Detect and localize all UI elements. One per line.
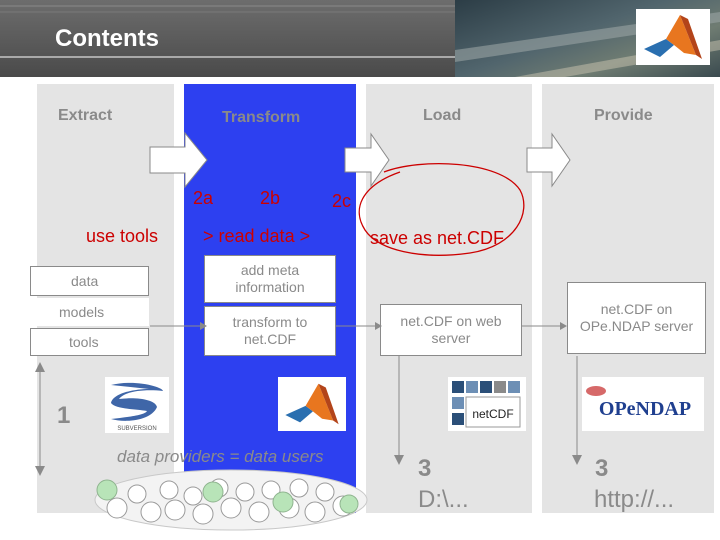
- netcdf-logo-text: netCDF: [472, 407, 513, 421]
- matlab-icon-small: [285, 383, 339, 425]
- number-3-provide: 3: [595, 455, 609, 482]
- provide-box-opendap: net.CDF on OPe.NDAP server: [567, 282, 706, 354]
- path-local: D:\...: [418, 486, 469, 513]
- subversion-icon: SUBVERSION: [111, 382, 163, 432]
- transform-box-netcdf: transform to net.CDF: [204, 306, 336, 356]
- page-title: Contents: [55, 25, 159, 52]
- transform-box-meta: add meta information: [204, 255, 336, 303]
- matlab-icon: [644, 15, 702, 59]
- crowd-faces: [106, 478, 354, 525]
- matlab-logo-header: [636, 9, 710, 65]
- matlab-logo-transform: [278, 377, 346, 431]
- step-2b: 2b: [260, 188, 281, 208]
- header-lines: [0, 5, 455, 58]
- path-url: http://...: [594, 486, 675, 513]
- step-2a: 2a: [193, 188, 214, 208]
- opendap-logo: OPeNDAP: [582, 377, 704, 431]
- action-use-tools: use tools: [86, 226, 159, 246]
- stage-label-extract: Extract: [58, 107, 113, 124]
- opendap-logo-text: OPeNDAP: [599, 398, 691, 420]
- extract-item-models: models: [30, 298, 149, 326]
- load-column: [366, 84, 532, 513]
- subversion-logo: SUBVERSION: [105, 377, 169, 433]
- stage-label-load: Load: [423, 107, 462, 124]
- number-3-load: 3: [418, 455, 432, 482]
- extract-item-data: data: [30, 266, 149, 296]
- load-box-webserver: net.CDF on web server: [380, 304, 522, 356]
- netcdf-icon: netCDF: [452, 381, 521, 428]
- stage-label-transform: Transform: [222, 109, 301, 126]
- opendap-icon: OPeNDAP: [586, 386, 691, 420]
- crowd-illustration: [94, 469, 368, 531]
- crowd-highlighted-faces: [96, 479, 359, 514]
- subversion-logo-text: SUBVERSION: [117, 426, 156, 432]
- step-2c: 2c: [332, 191, 352, 211]
- action-save-as: save as net.CDF: [370, 228, 505, 248]
- number-1: 1: [57, 402, 71, 429]
- stage-label-provide: Provide: [594, 107, 653, 124]
- netcdf-logo: netCDF: [448, 377, 526, 431]
- action-read-data: > read data >: [203, 226, 311, 246]
- data-providers-text: data providers = data users: [117, 447, 324, 466]
- extract-item-tools: tools: [30, 328, 149, 356]
